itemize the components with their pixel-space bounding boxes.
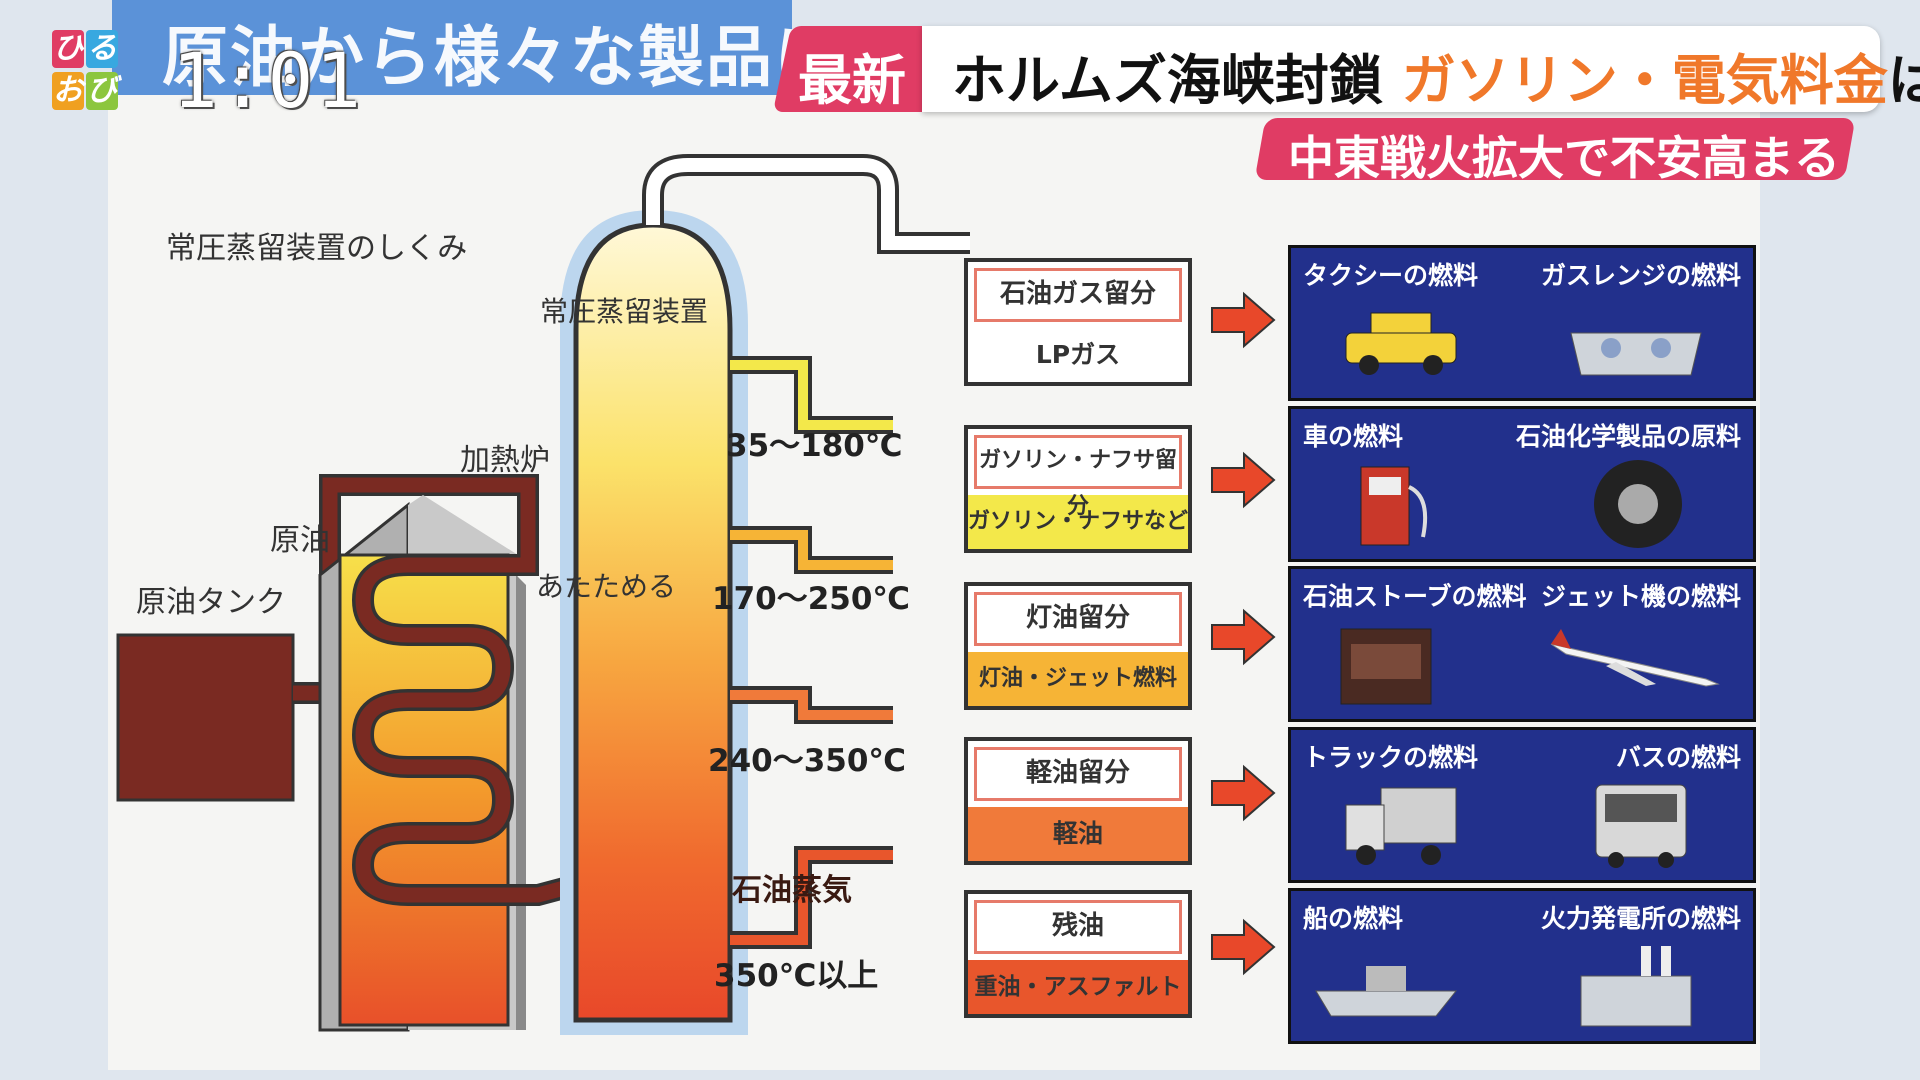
news-headline: 最新 ホルムズ海峡封鎖 ガソリン・電気料金は? — [772, 26, 1920, 112]
use-right: ガスレンジの燃料 — [1540, 261, 1741, 290]
headline-tag: 最新 — [798, 49, 906, 112]
fraction-name: 残油 — [974, 900, 1182, 954]
column-label: 常圧蒸留装置 — [540, 295, 709, 328]
use-box: 石油ストーブの燃料 ジェット機の燃料 — [1288, 566, 1756, 722]
heat-label: あたためる — [536, 570, 677, 603]
headline-bg — [922, 26, 1880, 112]
logo-char: び — [86, 72, 118, 110]
use-left: タクシーの燃料 — [1303, 261, 1479, 290]
temp-range-1: 35～180℃ — [726, 428, 903, 464]
fraction-product: 重油・アスファルト — [968, 960, 1188, 1014]
fraction-product: ガソリン・ナフサなど — [968, 495, 1188, 549]
fraction-product: 灯油・ジェット燃料 — [968, 652, 1188, 706]
use-box: トラックの燃料 バスの燃料 — [1288, 727, 1756, 883]
use-right: ジェット機の燃料 — [1540, 582, 1741, 611]
logo-char: ひ — [52, 30, 84, 68]
fraction-name: 灯油留分 — [974, 592, 1182, 646]
arrow-icon — [1211, 764, 1276, 822]
clock-display: 1:01 — [172, 36, 364, 125]
crude-tank-shape — [116, 633, 295, 802]
fraction-name: ガソリン・ナフサ留分 — [974, 435, 1182, 519]
use-box: タクシーの燃料 ガスレンジの燃料 — [1288, 245, 1756, 401]
jet-icon — [1550, 629, 1720, 687]
arrow-icon — [1211, 918, 1276, 976]
temp-range-3: 240～350℃ — [708, 743, 906, 779]
use-left: 船の燃料 — [1303, 904, 1404, 933]
temp-range-4: 350℃以上 — [714, 958, 879, 994]
column-shape — [573, 222, 733, 1023]
fraction-box: 灯油留分 灯油・ジェット燃料 — [964, 582, 1192, 710]
diagram-caption: 常圧蒸留装置のしくみ — [166, 231, 468, 266]
headline-text-main: ホルムズ海峡封鎖 — [952, 49, 1402, 112]
use-box: 車の燃料 石油化学製品の原料 — [1288, 406, 1756, 562]
diagram-panel: 常圧蒸留装置のしくみ 常圧蒸留装置 加熱炉 原油 原油タンク あたためる 石油蒸… — [108, 95, 1760, 1070]
crude-label: 原油 — [270, 523, 330, 558]
arrow-icon — [1211, 608, 1276, 666]
page-title: 原油から様々な製品に — [162, 19, 842, 96]
taxi-icon — [1345, 312, 1457, 375]
arrow-icon — [1211, 291, 1276, 349]
power-plant-icon — [1580, 946, 1692, 1027]
gas-stove-icon — [1570, 332, 1702, 376]
fraction-box: 石油ガス留分 LPガス — [964, 258, 1192, 386]
furnace-label: 加熱炉 — [460, 443, 550, 478]
fraction-product: LPガス — [968, 328, 1188, 382]
tire-icon — [1594, 460, 1682, 548]
arrow-icon — [1211, 451, 1276, 509]
vapor-label: 石油蒸気 — [732, 873, 852, 908]
use-right: 石油化学製品の原料 — [1515, 422, 1741, 451]
fraction-name: 石油ガス留分 — [974, 268, 1182, 322]
use-left: トラックの燃料 — [1303, 743, 1479, 772]
bus-icon — [1595, 784, 1687, 868]
use-left: 石油ストーブの燃料 — [1303, 582, 1527, 611]
fraction-name: 軽油留分 — [974, 747, 1182, 801]
logo-char: る — [86, 30, 118, 68]
distillation-diagram — [116, 154, 970, 1035]
tank-label: 原油タンク — [136, 585, 286, 620]
temp-range-2: 170～250℃ — [712, 581, 910, 617]
truck-icon — [1345, 787, 1457, 865]
fuel-pump-icon — [1360, 466, 1428, 546]
heater-icon — [1340, 628, 1432, 705]
headline-text-accent: ガソリン・電気料金 — [1401, 49, 1888, 112]
headline-text: ホルムズ海峡封鎖 ガソリン・電気料金は? — [952, 36, 1920, 115]
logo-char: お — [52, 72, 84, 110]
sub-headline: 中東戦火拡大で不安高まる — [1288, 131, 1840, 185]
headline-text-end: は? — [1887, 49, 1920, 112]
fraction-box: ガソリン・ナフサ留分 ガソリン・ナフサなど — [964, 425, 1192, 553]
fraction-box: 残油 重油・アスファルト — [964, 890, 1192, 1018]
fraction-product: 軽油 — [968, 807, 1188, 861]
program-logo: ひ る お び — [52, 30, 122, 120]
use-right: 火力発電所の燃料 — [1540, 904, 1741, 933]
use-box: 船の燃料 火力発電所の燃料 — [1288, 888, 1756, 1044]
ship-icon — [1315, 966, 1458, 1017]
title-banner — [112, 0, 792, 95]
fraction-box: 軽油留分 軽油 — [964, 737, 1192, 865]
use-left: 車の燃料 — [1303, 422, 1404, 451]
use-right: バスの燃料 — [1615, 743, 1741, 772]
